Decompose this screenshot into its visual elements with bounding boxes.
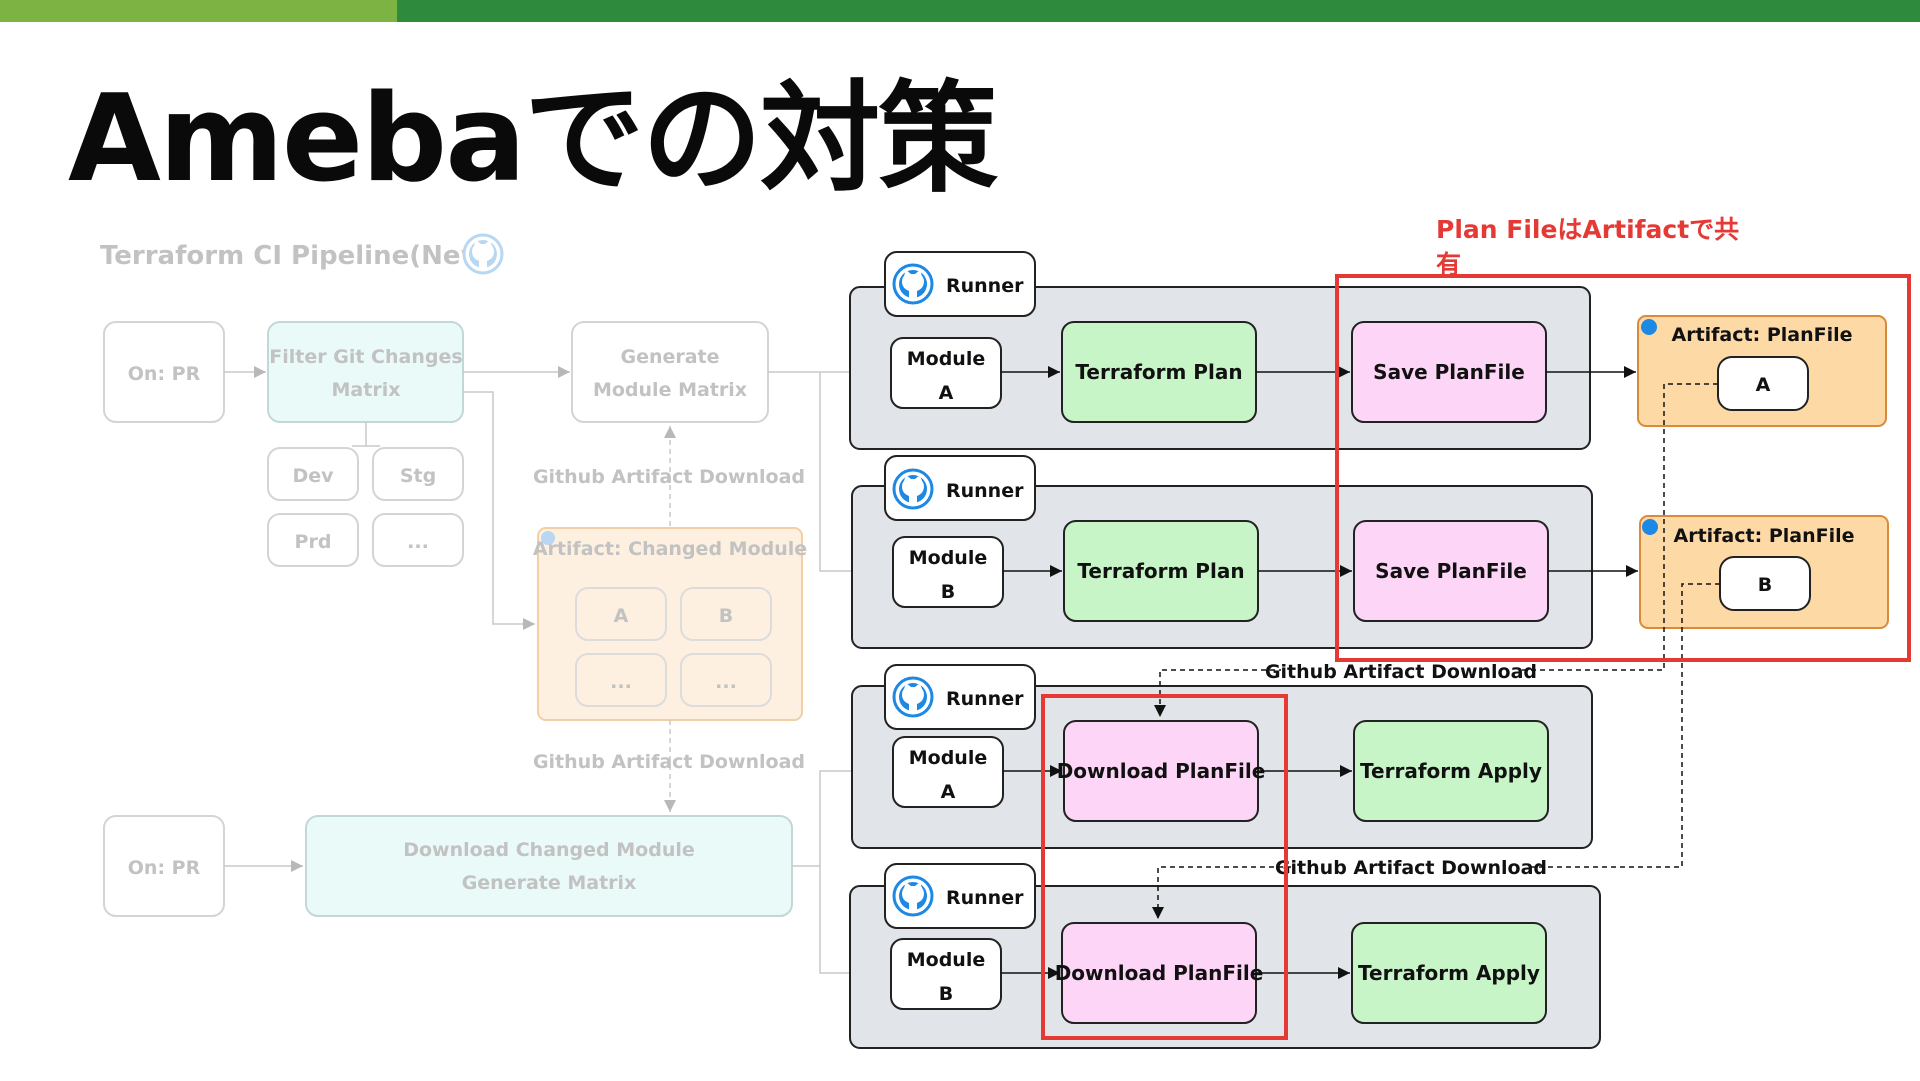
module-name: A xyxy=(941,781,956,803)
runner-label: Runner xyxy=(946,480,1024,502)
download-changed-box xyxy=(305,815,793,917)
artifact-download-label-a: Github Artifact Download xyxy=(1265,661,1537,683)
module-name: A xyxy=(939,382,954,404)
changed-module-more-2 xyxy=(680,653,772,707)
generate-matrix-line2: Module Matrix xyxy=(593,379,747,401)
terraform-apply-label: Terraform Apply xyxy=(1360,759,1542,783)
terraform-plan-label: Terraform Plan xyxy=(1077,559,1244,583)
changed-module-b-label: B xyxy=(719,605,733,627)
pipeline-github-icon xyxy=(462,233,504,275)
github-runner-icon xyxy=(892,875,934,917)
changed-module-more-1 xyxy=(575,653,667,707)
env-box-more xyxy=(372,513,464,567)
runner-label: Runner xyxy=(946,688,1024,710)
module-box xyxy=(892,736,1004,808)
terraform-apply-step xyxy=(1351,922,1547,1024)
highlight-save-artifact-area xyxy=(1335,274,1911,662)
save-planfile-label: Save PlanFile xyxy=(1375,559,1527,583)
filter-changes-line1: Filter Git Changes xyxy=(269,346,462,368)
artifact-download-label-b: Github Artifact Download xyxy=(1275,857,1547,879)
pipeline-title: Terraform CI Pipeline(New) xyxy=(100,241,496,271)
artifact-github-icon xyxy=(1641,319,1657,335)
module-label: Module xyxy=(907,348,986,370)
github-runner-icon xyxy=(892,468,934,510)
download-planfile-label: Download PlanFile xyxy=(1055,961,1264,985)
top-accent-bar-light xyxy=(0,0,397,22)
artifact-download-label-upper: Github Artifact Download xyxy=(533,466,805,488)
changed-module-a-label: A xyxy=(614,605,629,627)
runner-row-apply-b: Runner Module B Download PlanFile Terraf… xyxy=(849,863,1601,1049)
slide-title: Amebaでの対策 xyxy=(68,70,998,209)
env-box-prd xyxy=(267,513,359,567)
module-box xyxy=(892,536,1004,608)
terraform-apply-label: Terraform Apply xyxy=(1358,961,1540,985)
artifact-item-label: B xyxy=(1758,574,1772,596)
changed-module-artifact-title: Artifact: Changed Module xyxy=(533,538,807,560)
module-box xyxy=(890,337,1002,409)
module-label: Module xyxy=(909,747,988,769)
module-label: Module xyxy=(907,949,986,971)
faded-pipeline: Terraform CI Pipeline(New) On: PR Filter… xyxy=(100,233,888,979)
github-runner-icon xyxy=(892,676,934,718)
filter-changes-line2: Matrix xyxy=(332,379,401,401)
env-box-stg xyxy=(372,447,464,501)
module-name: B xyxy=(941,581,955,603)
module-box xyxy=(890,938,1002,1010)
filter-changes-box xyxy=(267,321,464,423)
changed-module-more-2-label: ... xyxy=(715,671,737,693)
label-backdrop xyxy=(1291,854,1531,878)
download-planfile-label: Download PlanFile xyxy=(1057,759,1266,783)
artifact-title: Artifact: PlanFile xyxy=(1674,525,1855,547)
artifact-download-connector-a xyxy=(1154,383,1718,717)
github-runner-icon xyxy=(892,263,934,305)
runner-row-apply-a: Runner Module A Download PlanFile Terraf… xyxy=(851,664,1593,849)
runner-row-plan-a: Runner Module A Terraform Plan Save Plan… xyxy=(849,251,1636,450)
terraform-apply-step xyxy=(1353,720,1549,822)
highlight-download-planfile-area xyxy=(1041,694,1288,1040)
save-planfile-label: Save PlanFile xyxy=(1373,360,1525,384)
on-pr-label: On: PR xyxy=(128,363,201,385)
module-label: Module xyxy=(909,547,988,569)
changed-module-a xyxy=(575,587,667,641)
annotation-line1: Plan FileはArtifactで共 xyxy=(1436,215,1739,244)
runner-row-plan-b: Runner Module B Terraform Plan Save Plan… xyxy=(851,455,1638,649)
artifact-planfile-b: Artifact: PlanFile B xyxy=(1639,515,1889,629)
artifact-item-label: A xyxy=(1756,374,1771,396)
download-changed-line1: Download Changed Module xyxy=(403,839,695,861)
artifact-planfile-a: Artifact: PlanFile A xyxy=(1637,315,1887,427)
module-name: B xyxy=(939,983,953,1005)
artifact-download-label-lower: Github Artifact Download xyxy=(533,751,805,773)
annotation-line2: 有 xyxy=(1436,250,1461,279)
generate-matrix-box xyxy=(571,321,769,423)
download-changed-line2: Generate Matrix xyxy=(462,872,637,894)
env-label-prd: Prd xyxy=(295,531,332,553)
connector xyxy=(463,391,535,630)
terraform-plan-label: Terraform Plan xyxy=(1075,360,1242,384)
env-box-dev xyxy=(267,447,359,501)
artifact-github-icon xyxy=(541,531,555,545)
artifact-github-icon xyxy=(1642,519,1658,535)
top-accent-bar-dark xyxy=(397,0,1920,22)
generate-matrix-line1: Generate xyxy=(620,346,719,368)
artifact-title: Artifact: PlanFile xyxy=(1672,324,1853,346)
env-label-dev: Dev xyxy=(292,465,334,487)
on-pr-label-2: On: PR xyxy=(128,857,201,879)
runner-label: Runner xyxy=(946,887,1024,909)
top-accent-bar xyxy=(0,0,1920,22)
env-label-stg: Stg xyxy=(400,465,436,487)
env-label-more: ... xyxy=(407,531,429,553)
changed-module-more-1-label: ... xyxy=(610,671,632,693)
changed-module-b xyxy=(680,587,772,641)
runner-label: Runner xyxy=(946,275,1024,297)
